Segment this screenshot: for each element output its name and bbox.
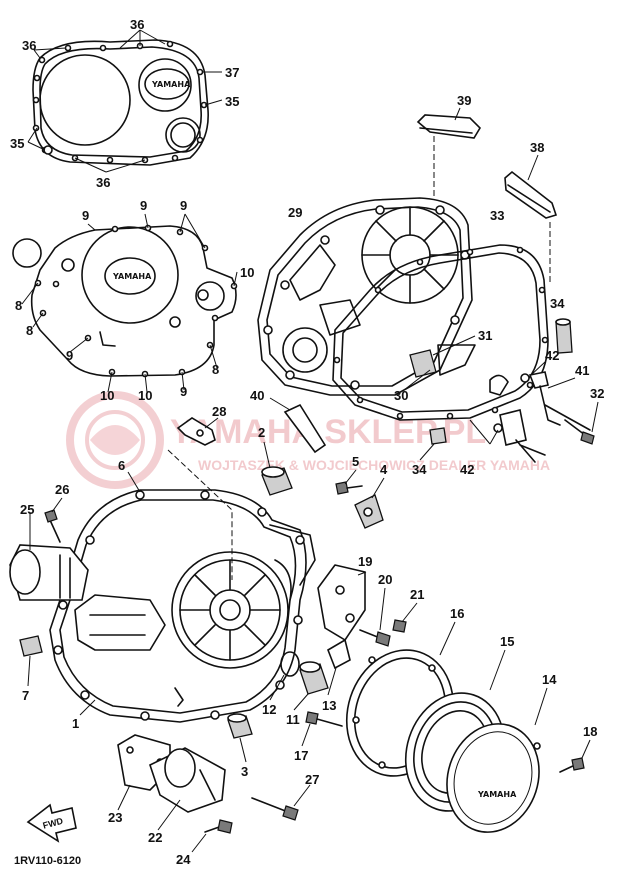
callout-37: 37 [225, 65, 239, 80]
part-38-bracket [504, 154, 558, 285]
callout-41: 41 [575, 363, 589, 378]
callout-19: 19 [358, 554, 372, 569]
part-2-bushing [261, 441, 293, 496]
part-11-bushing [293, 661, 329, 711]
callout-33: 33 [490, 208, 504, 223]
callout-34b: 34 [412, 462, 427, 477]
logo-outer-cover: YAMAHA [151, 80, 191, 89]
callout-15: 15 [500, 634, 514, 649]
part-20-bolt [359, 587, 391, 647]
callout-6: 6 [118, 458, 125, 473]
callout-5: 5 [352, 454, 359, 469]
callout-17: 17 [294, 748, 308, 763]
logo-outer-cap: YAMAHA [477, 790, 517, 799]
callout-20: 20 [378, 572, 392, 587]
callout-35a: 35 [225, 94, 239, 109]
part-12-oring [269, 651, 300, 701]
part-14-outer-cap: YAMAHA [446, 687, 548, 833]
part-18-screw [559, 739, 591, 773]
callout-14: 14 [542, 672, 557, 687]
callout-7: 7 [22, 688, 29, 703]
callout-10a: 10 [240, 265, 254, 280]
callout-24: 24 [176, 852, 191, 867]
part-34-bushing-lower [419, 427, 447, 461]
callout-12: 12 [262, 702, 276, 717]
part-40-bracket [269, 397, 327, 454]
callout-36c: 36 [96, 175, 110, 190]
callout-42a: 42 [545, 348, 559, 363]
callout-8b: 8 [26, 323, 33, 338]
part-39-bracket [416, 107, 482, 200]
part-4-clip [354, 477, 385, 529]
callout-39: 39 [457, 93, 471, 108]
part-32-bolt [564, 401, 599, 445]
callout-18: 18 [583, 724, 597, 739]
callout-35b: 35 [10, 136, 24, 151]
part-27-bolt [251, 784, 311, 821]
callout-4: 4 [380, 462, 388, 477]
callout-8a: 8 [15, 298, 22, 313]
callout-26: 26 [55, 482, 69, 497]
logo-inner-gasket: YAMAHA [112, 272, 152, 281]
outer-cover-gasket: YAMAHA [27, 29, 223, 173]
callout-25: 25 [20, 502, 34, 517]
part-17-bolt [301, 711, 343, 747]
diagram-code: 1RV110-6120 [14, 855, 81, 867]
part-34-bushing-top [555, 318, 573, 354]
inner-cover-gasket: YAMAHA [12, 213, 238, 393]
callout-1: 1 [72, 716, 79, 731]
part-5-bolt [335, 469, 363, 495]
callout-10b: 10 [100, 388, 114, 403]
part-21-bolt [392, 602, 418, 633]
callout-9a: 9 [82, 208, 89, 223]
callout-9c: 9 [180, 198, 187, 213]
watermark-line2: WOJTASZEK & WOJCIECHOWICZ DEALER YAMAHA [198, 457, 550, 473]
callout-9b: 9 [140, 198, 147, 213]
part-28-clamp [167, 417, 233, 580]
callout-34a: 34 [550, 296, 565, 311]
callout-28: 28 [212, 404, 226, 419]
part-25-starter-motor [9, 512, 89, 601]
callout-38: 38 [530, 140, 544, 155]
callout-21: 21 [410, 587, 424, 602]
callout-13: 13 [322, 698, 336, 713]
callout-27: 27 [305, 772, 319, 787]
callout-10c: 10 [138, 388, 152, 403]
part-3-bushing [227, 713, 253, 763]
part-41-lever [469, 361, 591, 463]
callouts: 36 36 37 35 35 36 9 9 9 10 8 8 8 9 10 10… [10, 17, 604, 867]
callout-36b: 36 [22, 38, 36, 53]
callout-40: 40 [250, 388, 264, 403]
fwd-arrow-icon: FWD [26, 803, 77, 843]
leader-30 [403, 369, 431, 391]
callout-2: 2 [258, 425, 265, 440]
part-19-plate [317, 564, 367, 641]
callout-11: 11 [286, 712, 300, 727]
callout-9d: 9 [66, 348, 73, 363]
callout-36a: 36 [130, 17, 144, 32]
callout-16: 16 [450, 606, 464, 621]
callout-9e: 9 [180, 384, 187, 399]
part-13-clamp [327, 638, 351, 696]
part-26-bolt [44, 497, 63, 543]
callout-3: 3 [241, 764, 248, 779]
part-7-dowel [19, 635, 43, 687]
callout-32: 32 [590, 386, 604, 401]
callout-29: 29 [288, 205, 302, 220]
callout-22: 22 [148, 830, 162, 845]
callout-31: 31 [478, 328, 492, 343]
part-22-starter-housing [149, 747, 226, 831]
part-24-bolt [191, 819, 233, 853]
callout-23: 23 [108, 810, 122, 825]
callout-30: 30 [394, 388, 408, 403]
callout-42b: 42 [460, 462, 474, 477]
callout-8c: 8 [212, 362, 219, 377]
crankcase-cover-gasket [332, 244, 549, 421]
part-6-main-cover [49, 471, 316, 723]
